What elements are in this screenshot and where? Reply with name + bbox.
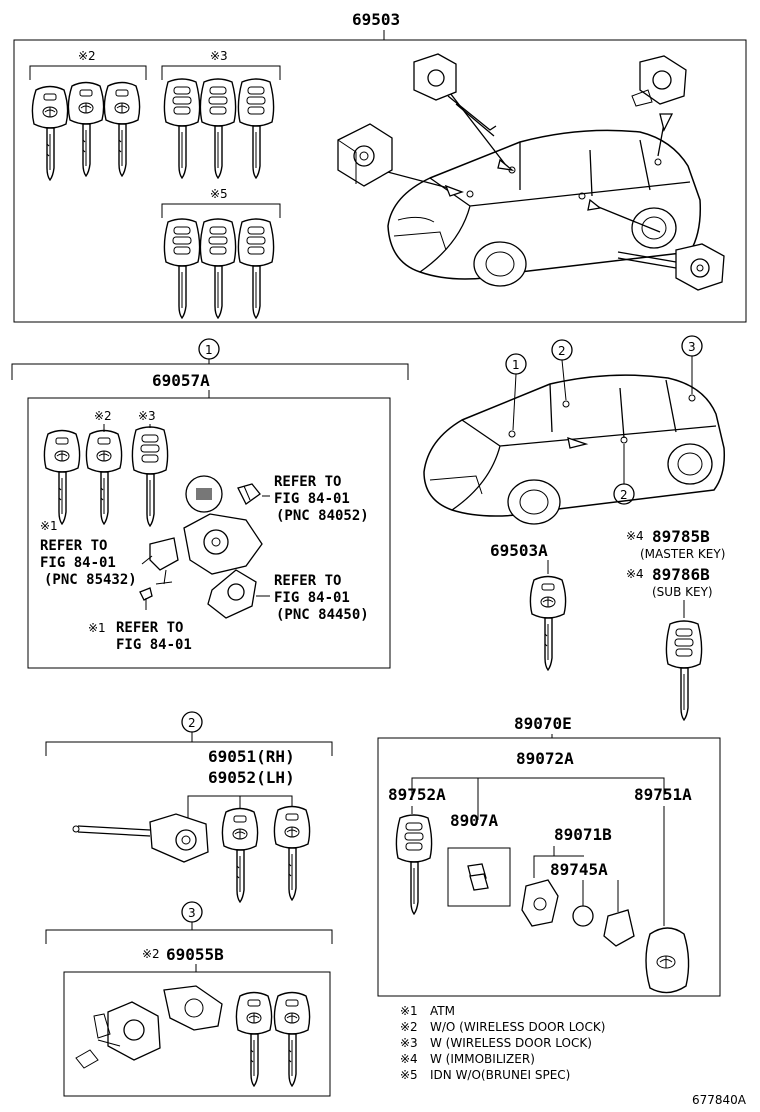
remote-transmitter-icon (645, 927, 690, 994)
legend-text: ATM (430, 1004, 455, 1018)
section-1-number: 1 (205, 343, 213, 357)
battery-icon (572, 905, 594, 927)
key-icon (221, 807, 259, 903)
ref-a-note: ※1 (40, 519, 58, 533)
battery-part-no: 89745A (550, 860, 608, 879)
remote-key-icon (163, 78, 201, 179)
door-lock-cylinder-icon (72, 813, 209, 863)
remote-key-icon (199, 218, 237, 319)
legend-text: W/O (WIRELESS DOOR LOCK) (430, 1020, 605, 1034)
back-door-lock-icon (75, 985, 223, 1069)
section-1-part-no: 69057A (152, 371, 210, 390)
section-3-note: ※2 (142, 947, 160, 961)
remote-key-icon (199, 78, 237, 179)
legend-text: W (IMMOBILIZER) (430, 1052, 535, 1066)
transmitter-part-no: 89070E (514, 714, 572, 733)
group-c-note: ※5 (210, 187, 228, 201)
section-3-number: 3 (188, 906, 196, 920)
key-icon (273, 805, 311, 901)
ref-b-line1: REFER TO (274, 474, 341, 490)
legend-mark: ※3 (400, 1036, 418, 1050)
section-1-key-note-b: ※2 (94, 409, 112, 423)
locator-circle-1: 1 (512, 358, 520, 372)
legend-mark: ※5 (400, 1068, 418, 1082)
board-box (447, 847, 511, 907)
remote-key-icon (237, 218, 275, 319)
locator-circle-3: 3 (688, 340, 696, 354)
master-key-note: ※4 (626, 529, 644, 543)
ref-b-line3: (PNC 84052) (276, 508, 369, 524)
vehicle-illustration-top (379, 79, 702, 287)
key-icon (235, 991, 273, 1087)
remote-key-icon (163, 218, 201, 319)
ref-c-line1: REFER TO (274, 573, 341, 589)
remote-part-no: 89751A (634, 785, 692, 804)
section-1-key-note-c: ※3 (138, 409, 156, 423)
section-3-part-no: 69055B (166, 945, 224, 964)
legend: ※1 ATM ※2 W/O (WIRELESS DOOR LOCK) ※3 W … (400, 1004, 605, 1082)
locator-circle-2: 2 (558, 344, 566, 358)
door-lock-rh-icon (617, 243, 725, 291)
legend-mark: ※4 (400, 1052, 418, 1066)
blank-key-part-no: 69503A (490, 541, 548, 560)
key-icon (31, 85, 69, 181)
legend-text: IDN W/O(BRUNEI SPEC) (430, 1068, 570, 1082)
ref-a-line2: FIG 84-01 (40, 555, 116, 571)
legend-text: W (WIRELESS DOOR LOCK) (430, 1036, 592, 1050)
key-icon (103, 81, 141, 177)
back-door-lock-icon (631, 55, 687, 107)
section-2-number: 2 (188, 716, 196, 730)
case-part-no: 89071B (554, 825, 612, 844)
ref-d-note: ※1 (88, 621, 106, 635)
legend-mark: ※2 (400, 1020, 418, 1034)
board-part-no: 8907A (450, 811, 499, 830)
legend-mark: ※1 (400, 1004, 418, 1018)
housing-part-no: 89752A (388, 785, 446, 804)
ref-c-line2: FIG 84-01 (274, 590, 350, 606)
section-3-box (63, 971, 331, 1097)
locator-circle-2b: 2 (620, 488, 628, 502)
main-assembly-box (13, 39, 747, 323)
vehicle-locator-illustration (423, 356, 726, 525)
key-icon (273, 991, 311, 1087)
ignition-lock-icon (337, 123, 393, 187)
section-2-part-lh: 69052(LH) (208, 768, 295, 787)
section-2-part-rh: 69051(RH) (208, 747, 295, 766)
main-assembly-part-no: 69503 (352, 10, 400, 29)
ref-c-line3: (PNC 84450) (276, 607, 369, 623)
remote-key-icon (395, 814, 433, 915)
figure-id: 677840A (692, 1093, 747, 1107)
key-icon (85, 429, 123, 525)
key-icon (529, 575, 567, 671)
section-1-box (27, 397, 391, 669)
ref-d-line1: REFER TO (116, 620, 183, 636)
key-icon (43, 429, 81, 525)
sub-key-desc: (SUB KEY) (652, 585, 713, 599)
remote-key-icon (237, 78, 275, 179)
ref-d-line2: FIG 84-01 (116, 637, 192, 653)
ref-b-line2: FIG 84-01 (274, 491, 350, 507)
ref-a-line3: (PNC 85432) (44, 572, 137, 588)
case-icon (521, 879, 559, 927)
door-lock-cylinder-icon (413, 53, 497, 137)
sub-key-note: ※4 (626, 567, 644, 581)
remote-key-icon (131, 426, 169, 527)
group-a-note: ※2 (78, 49, 96, 63)
transmitter-box (377, 737, 721, 997)
master-key-desc: (MASTER KEY) (640, 547, 725, 561)
ref-a-line1: REFER TO (40, 538, 107, 554)
group-b-note: ※3 (210, 49, 228, 63)
cover-icon (603, 909, 635, 947)
ignition-switch-assembly-icon (139, 475, 263, 619)
transmitter-sub-part: 89072A (516, 749, 574, 768)
remote-key-icon (665, 620, 703, 721)
master-key-part-no: 89785B (652, 527, 710, 546)
key-icon (67, 81, 105, 177)
sub-key-part-no: 89786B (652, 565, 710, 584)
